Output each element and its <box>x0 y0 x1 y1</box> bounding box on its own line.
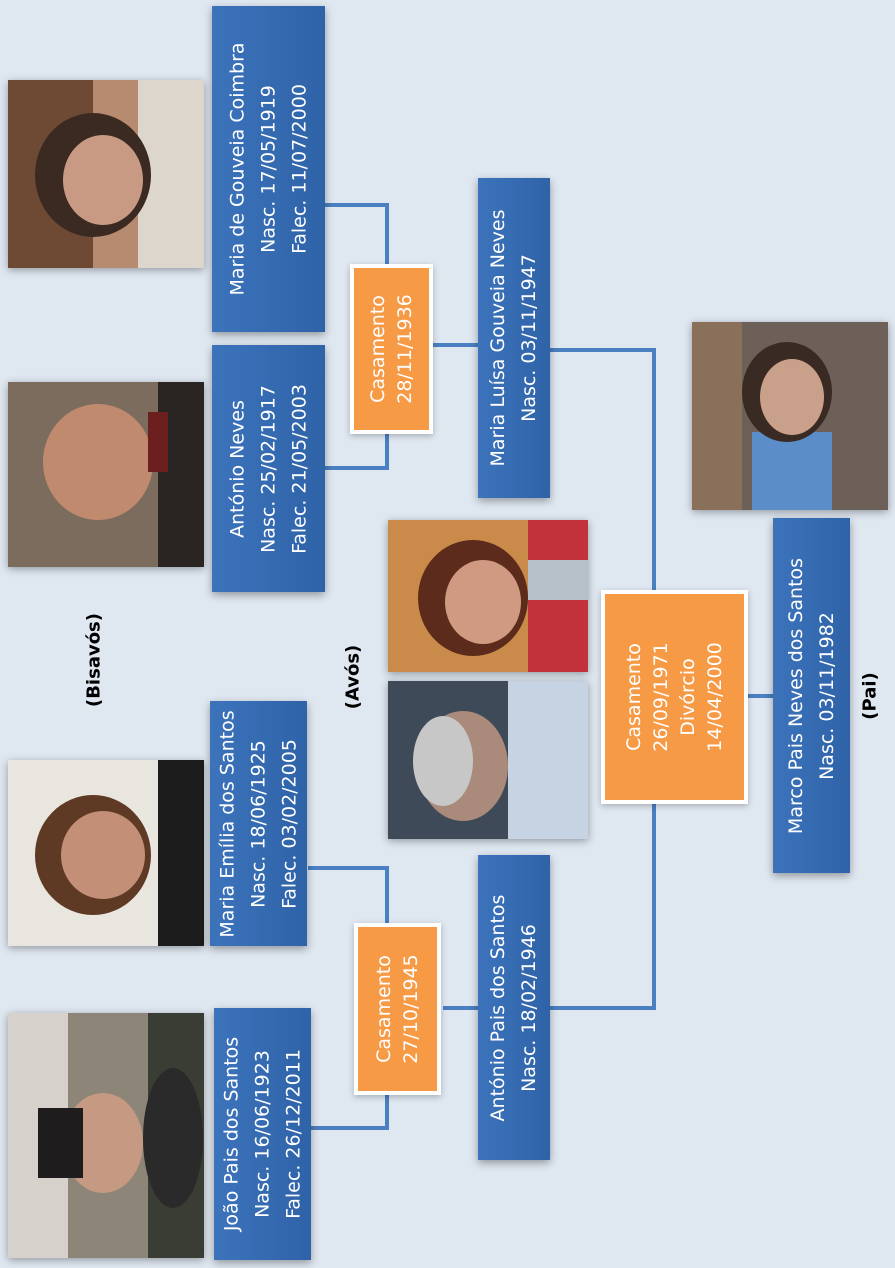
marriage-box-santos: Casamento 27/10/1945 <box>354 923 441 1095</box>
marriage-date: 27/10/1945 <box>399 954 422 1064</box>
marriage-label: Casamento <box>622 643 645 751</box>
person-born: Nasc. 25/02/1917 <box>257 384 279 553</box>
person-born: Nasc. 03/11/1947 <box>518 254 540 422</box>
person-name: Marco Pais Neves dos Santos <box>784 557 807 834</box>
marriage-date: 28/11/1936 <box>393 294 416 404</box>
generation-label-great-grandparents: (Bisavós) <box>83 612 105 708</box>
divorce-label: Divórcio <box>676 658 699 736</box>
person-name: António Neves <box>226 399 248 538</box>
person-box-antonio-neves: António Neves Nasc. 25/02/1917 Falec. 21… <box>212 345 325 592</box>
photo-antonio-pais-dos-santos <box>388 681 588 839</box>
marriage-label: Casamento <box>372 955 395 1063</box>
marriage-label: Casamento <box>366 295 389 403</box>
person-box-marco-pais-neves-dos-santos: Marco Pais Neves dos Santos Nasc. 03/11/… <box>773 518 850 873</box>
person-box-joao-pais-dos-santos: João Pais dos Santos Nasc. 16/06/1923 Fa… <box>214 1008 311 1260</box>
person-name: João Pais dos Santos <box>220 1036 242 1232</box>
person-died: Falec. 21/05/2003 <box>288 383 310 554</box>
person-name: Maria Emília dos Santos <box>216 709 238 938</box>
mother-side-connector <box>550 348 656 592</box>
photo-antonio-neves <box>8 382 204 567</box>
marriage-box-parents: Casamento 26/09/1971 Divórcio 14/04/2000 <box>601 590 748 804</box>
generation-label-grandparents: (Avós) <box>342 644 364 710</box>
person-died: Falec. 11/07/2000 <box>288 84 310 254</box>
person-box-maria-emilia-dos-santos: Maria Emília dos Santos Nasc. 18/06/1925… <box>210 701 307 946</box>
person-born: Nasc. 16/06/1923 <box>251 1050 273 1218</box>
person-died: Falec. 03/02/2005 <box>278 738 300 909</box>
person-name: António Pais dos Santos <box>487 894 509 1121</box>
person-born: Nasc. 17/05/1919 <box>257 85 279 253</box>
father-side-connector <box>550 800 656 1010</box>
generation-label-father: (Pai) <box>859 672 881 720</box>
divorce-date: 14/04/2000 <box>703 642 726 752</box>
photo-marco-pais-neves-dos-santos <box>692 322 888 510</box>
person-died: Falec. 26/12/2011 <box>282 1049 304 1219</box>
photo-joao-pais-dos-santos <box>8 1013 204 1258</box>
person-box-maria-luisa-gouveia-neves: Maria Luísa Gouveia Neves Nasc. 03/11/19… <box>478 178 550 498</box>
marriage-box-neves: Casamento 28/11/1936 <box>350 264 433 434</box>
person-born: Nasc. 18/06/1925 <box>247 739 269 908</box>
person-box-maria-de-gouveia-coimbra: Maria de Gouveia Coimbra Nasc. 17/05/191… <box>212 6 325 332</box>
person-name: Maria Luísa Gouveia Neves <box>487 209 509 467</box>
photo-maria-de-gouveia-coimbra <box>8 80 204 268</box>
person-born: Nasc. 03/11/1982 <box>815 611 838 780</box>
person-name: Maria de Gouveia Coimbra <box>226 42 248 296</box>
marriage-date: 26/09/1971 <box>649 642 672 752</box>
person-box-antonio-pais-dos-santos: António Pais dos Santos Nasc. 18/02/1946 <box>478 855 550 1160</box>
photo-maria-emilia-dos-santos <box>8 760 204 946</box>
photo-maria-luisa-gouveia-neves <box>388 520 588 672</box>
person-born: Nasc. 18/02/1946 <box>518 923 540 1092</box>
